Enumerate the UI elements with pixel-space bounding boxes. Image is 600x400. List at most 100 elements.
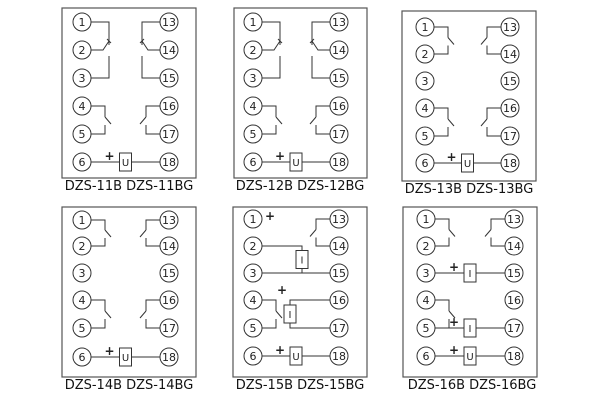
terminal-1	[243, 209, 263, 229]
changeover-blade	[91, 40, 110, 51]
terminal-number: 15	[332, 72, 346, 85]
contact-wire	[145, 299, 160, 311]
changeover-nc-wire	[311, 21, 330, 45]
polarity-plus: +	[275, 343, 285, 357]
terminal-number: 4	[423, 294, 430, 307]
contact-blade	[448, 310, 456, 319]
contact-wire	[435, 319, 450, 329]
terminal-number: 18	[162, 156, 176, 169]
contact-wire	[145, 125, 160, 135]
model-caption: DZS-15B DZS-15BG	[236, 378, 365, 393]
terminal-number: 1	[250, 213, 257, 226]
contact-wire	[435, 218, 450, 230]
terminal-number: 2	[79, 240, 86, 253]
terminal-number: 5	[79, 128, 86, 141]
polarity-plus: +	[265, 209, 275, 223]
terminal-number: 13	[162, 16, 176, 29]
terminal-number: 15	[332, 267, 346, 280]
terminal-number: 4	[79, 294, 86, 307]
terminal-number: 1	[79, 16, 86, 29]
changeover-blade	[141, 40, 160, 51]
contact-wire	[262, 105, 277, 117]
terminal-number: 5	[250, 322, 257, 335]
coil-label: U	[292, 158, 299, 169]
terminal-number: 18	[332, 156, 346, 169]
terminal-number: 18	[503, 157, 517, 170]
terminal-number: 2	[423, 240, 430, 253]
contact-wire	[434, 127, 449, 137]
terminal-number: 2	[422, 48, 429, 61]
contact-wire	[315, 125, 330, 135]
terminal-15	[500, 71, 520, 91]
contact-wire	[145, 105, 160, 117]
terminal-number: 13	[162, 214, 176, 227]
contact-wire	[91, 219, 106, 230]
terminal-number: 6	[250, 156, 257, 169]
contact-blade	[309, 229, 317, 237]
polarity-plus: +	[449, 343, 459, 357]
coil-label: I	[289, 310, 292, 321]
contact-wire	[91, 299, 106, 311]
terminal-number: 4	[79, 100, 86, 113]
terminal-number: 15	[507, 267, 521, 280]
terminal-number: 1	[79, 214, 86, 227]
coil-label: U	[464, 159, 471, 170]
coil-box	[289, 346, 303, 366]
terminal-number: 13	[507, 213, 521, 226]
changeover-nc-wire	[141, 21, 160, 45]
coil-label: I	[301, 256, 304, 267]
coil-label: U	[122, 158, 129, 169]
terminal-3	[72, 263, 92, 283]
changeover-nc-wire	[91, 21, 110, 45]
model-caption: DZS-16B DZS-16BG	[408, 378, 537, 393]
terminal-3	[415, 71, 435, 91]
terminal-number: 14	[162, 240, 176, 253]
terminal-number: 2	[79, 44, 86, 57]
changeover-blade	[262, 40, 281, 51]
terminal-number: 14	[162, 44, 176, 57]
terminal-number: 13	[503, 21, 517, 34]
coil-label: I	[469, 324, 472, 335]
terminal-number: 14	[332, 44, 346, 57]
terminal-number: 17	[332, 322, 346, 335]
contact-wire	[91, 238, 106, 247]
terminal-number: 3	[422, 75, 429, 88]
panel-frame	[233, 7, 368, 179]
contact-wire	[315, 237, 330, 247]
contact-blade	[484, 229, 492, 237]
terminal-number: 1	[250, 16, 257, 29]
contact-wire	[434, 45, 449, 55]
terminal-number: 15	[162, 267, 176, 280]
contact-wire	[145, 319, 160, 329]
terminal-number: 18	[507, 350, 521, 363]
changeover-blade	[311, 40, 330, 51]
contact-wire	[486, 26, 501, 38]
terminal-number: 4	[422, 102, 429, 115]
contact-blade	[104, 229, 112, 238]
changeover-no-wire	[141, 56, 160, 79]
terminal-number: 2	[250, 240, 257, 253]
contact-wire	[145, 219, 160, 230]
terminal-number: 16	[507, 294, 521, 307]
contact-blade	[447, 37, 455, 45]
changeover-tick	[277, 38, 283, 44]
contact-wire	[315, 105, 330, 117]
contact-wire	[434, 107, 449, 119]
panel-frame	[232, 206, 368, 378]
terminal-number: 6	[79, 156, 86, 169]
contact-wire	[490, 237, 505, 247]
coil-box	[461, 153, 474, 173]
coil-box	[119, 347, 132, 367]
polarity-plus: +	[449, 260, 459, 274]
changeover-no-wire	[311, 56, 330, 79]
terminal-number: 17	[507, 322, 521, 335]
terminal-number: 6	[250, 350, 257, 363]
polarity-plus: +	[275, 149, 285, 163]
contact-wire	[435, 237, 450, 247]
terminal-number: 17	[503, 130, 517, 143]
polarity-plus: +	[104, 344, 114, 358]
changeover-tick	[139, 38, 145, 44]
